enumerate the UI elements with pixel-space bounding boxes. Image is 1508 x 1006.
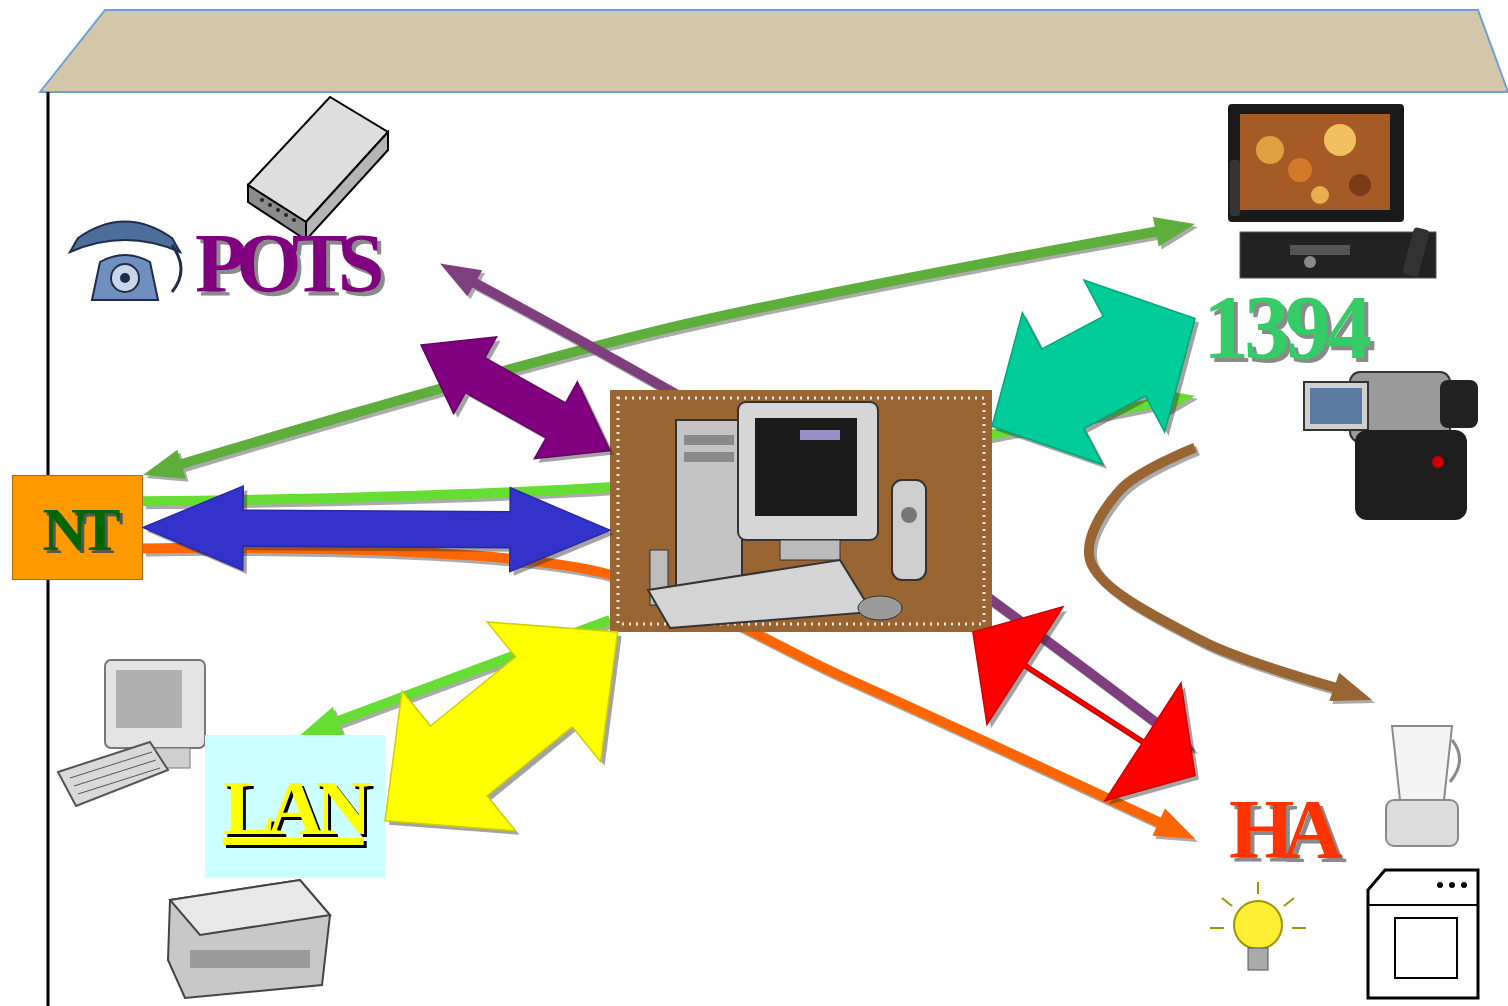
thick-arrow bbox=[421, 337, 614, 463]
lan-box: LAN bbox=[205, 735, 385, 878]
thin-arrow bbox=[1089, 448, 1375, 704]
thin-arrow bbox=[440, 263, 1198, 754]
printer-icon bbox=[168, 880, 330, 998]
blender-icon bbox=[1386, 726, 1460, 846]
node-label: LAN bbox=[223, 769, 364, 847]
roof bbox=[40, 10, 1508, 92]
pots-group: POTS bbox=[60, 90, 440, 345]
modem-icon bbox=[248, 97, 388, 240]
node-label: NT bbox=[13, 498, 142, 560]
camcorder-icon bbox=[1304, 372, 1478, 520]
computer-illustration bbox=[610, 390, 992, 632]
home-pc bbox=[610, 390, 992, 632]
thin-arrow bbox=[300, 620, 613, 738]
thick-arrow bbox=[143, 486, 614, 576]
ha-group: HA bbox=[1195, 700, 1490, 1002]
node-label: HA bbox=[1229, 788, 1331, 872]
node-label: 1394 bbox=[1203, 281, 1367, 373]
telephone-icon bbox=[70, 222, 181, 301]
nt-box: NT bbox=[12, 475, 143, 580]
bulb-icon bbox=[1210, 882, 1306, 970]
washer-icon bbox=[1368, 870, 1478, 998]
thick-arrow bbox=[385, 622, 622, 835]
node-label: POTS bbox=[195, 222, 374, 306]
thick-arrow bbox=[973, 607, 1199, 805]
tv-icon bbox=[1228, 104, 1436, 278]
computer-icon bbox=[58, 660, 205, 806]
thick-arrow bbox=[992, 280, 1199, 469]
ieee1394-group: 1394 bbox=[1195, 95, 1490, 525]
